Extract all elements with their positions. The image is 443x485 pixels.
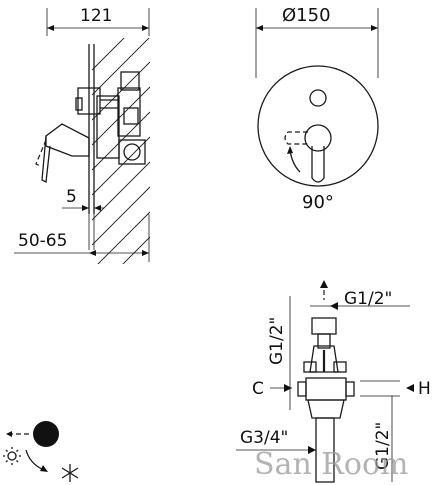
- watermark-text: San Room: [254, 447, 408, 482]
- diverter-knob: [309, 89, 327, 107]
- top-thread-label: G1/2": [344, 289, 392, 309]
- diameter-dimension-label: Ø150: [282, 5, 331, 26]
- lever-hub: [304, 124, 332, 152]
- sun-icon: [3, 447, 21, 465]
- side-view: 121: [14, 6, 150, 264]
- depth-dimension-label: 50-65: [18, 231, 67, 251]
- connection-view: G1/2" G1/2" C H G1/2" G3/4": [236, 280, 431, 483]
- front-view: Ø150 90°: [255, 5, 379, 213]
- cover-plate: [257, 65, 379, 187]
- h-dimension-label: H: [418, 379, 431, 399]
- lever-handle: [311, 146, 325, 183]
- knob-circle-icon: [33, 421, 59, 447]
- bottom-thread-label: G3/4": [240, 428, 288, 448]
- left-vertical-thread-label: G1/2": [267, 317, 287, 365]
- right-vertical-thread-label: G1/2": [373, 422, 393, 470]
- offset-dimension-label: 5: [66, 187, 77, 207]
- temperature-legend: [3, 421, 79, 482]
- snowflake-icon: [61, 464, 79, 482]
- wall-hatching: [92, 38, 150, 264]
- c-dimension-label: C: [252, 379, 264, 399]
- rotation-angle-label: 90°: [302, 192, 334, 213]
- width-dimension-label: 121: [80, 6, 112, 26]
